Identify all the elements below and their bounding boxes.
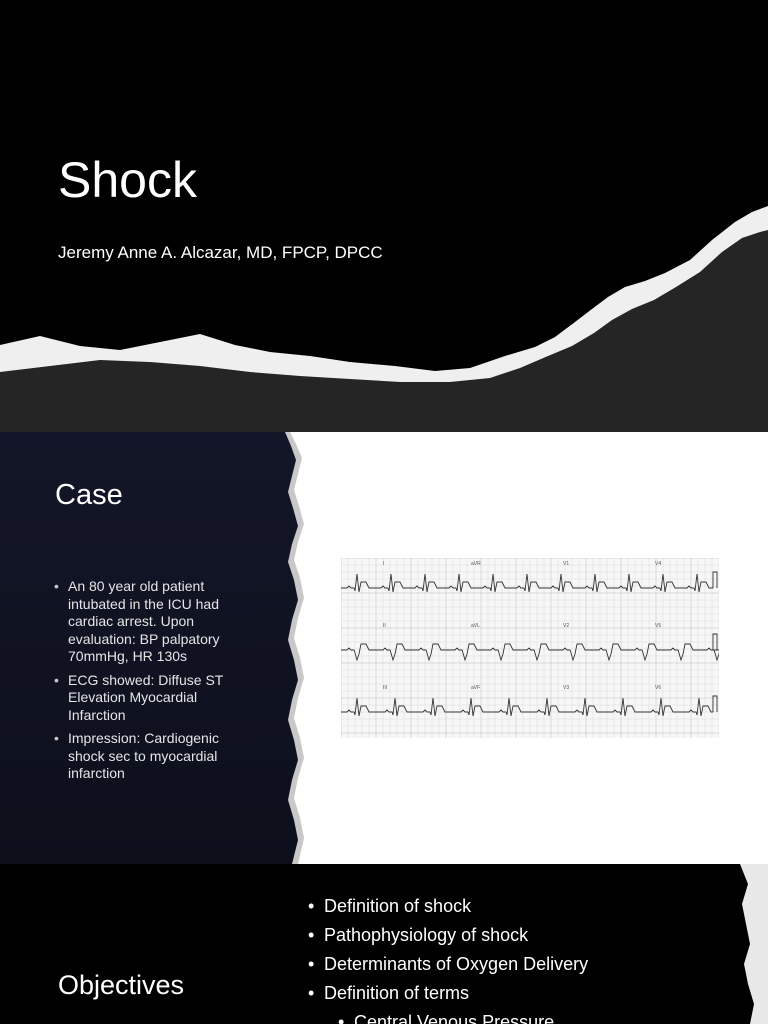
ecg-lead-label: V5: [655, 623, 661, 629]
objectives-slide: Objectives Definition of shock Pathophys…: [0, 864, 768, 1024]
case-bullet: ECG showed: Diffuse ST Elevation Myocard…: [54, 672, 244, 725]
ecg-lead-label: V6: [655, 685, 661, 691]
case-title: Case: [55, 479, 123, 511]
ecg-lead-label: aVR: [471, 561, 481, 567]
ecg-lead-label: V3: [563, 685, 569, 691]
case-slide: Case An 80 year old patient intubated in…: [0, 432, 768, 864]
ecg-lead-label: aVL: [471, 623, 480, 629]
ecg-lead-label: I: [383, 561, 384, 567]
ecg-lead-label: V2: [563, 623, 569, 629]
torn-paper-graphic: [0, 206, 768, 432]
objective-item: Definition of shock: [308, 892, 588, 921]
case-bullet: An 80 year old patient intubated in the …: [54, 578, 244, 666]
case-bullet: Impression: Cardiogenic shock sec to myo…: [54, 730, 244, 783]
ecg-tracing-image: I aVR V1 V4 II aVL V2 V5 III aVF V3 V6: [341, 558, 719, 738]
objective-item: Pathophysiology of shock: [308, 921, 588, 950]
ecg-lead-label: V4: [655, 561, 661, 567]
objective-item: Determinants of Oxygen Delivery: [308, 950, 588, 979]
ecg-lead-label: V1: [563, 561, 569, 567]
title-slide: Shock Jeremy Anne A. Alcazar, MD, FPCP, …: [0, 0, 768, 432]
case-bullet-list: An 80 year old patient intubated in the …: [54, 578, 244, 789]
objectives-title: Objectives: [58, 970, 185, 1000]
ecg-lead-label: III: [383, 685, 387, 691]
objective-sub-item: Central Venous Pressure: [308, 1008, 588, 1024]
author-name: Jeremy Anne A. Alcazar, MD, FPCP, DPCC: [58, 243, 383, 262]
presentation-title: Shock: [58, 152, 197, 208]
objectives-list: Definition of shock Pathophysiology of s…: [308, 892, 588, 1024]
ecg-lead-label: aVF: [471, 685, 480, 691]
torn-paper-edge: [740, 864, 768, 1024]
ecg-lead-label: II: [383, 623, 386, 629]
objective-item: Definition of terms: [308, 979, 588, 1008]
